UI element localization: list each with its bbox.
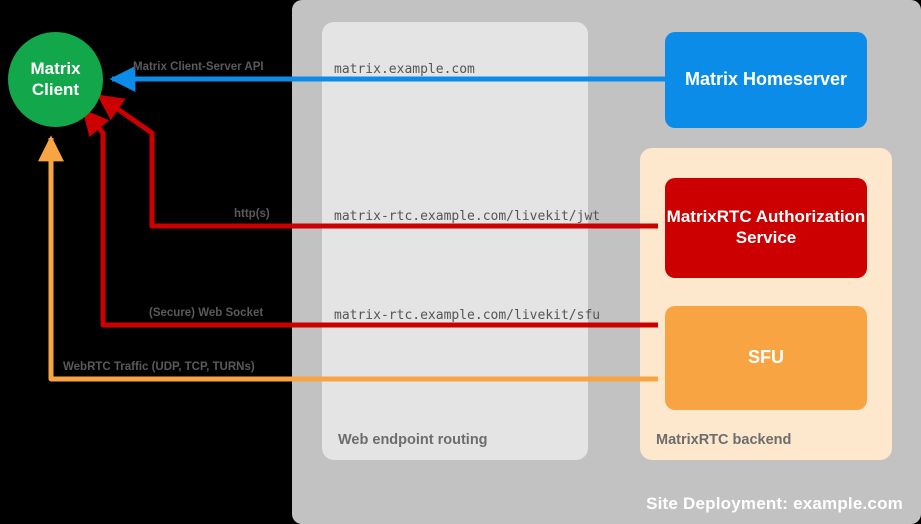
matrixrtc-authorization-service-label: MatrixRTC Authorization Service: [666, 207, 866, 247]
edge-label-secure-web-socket: (Secure) Web Socket: [149, 307, 264, 319]
matrix-client-label-line2: Client: [31, 79, 80, 99]
url-jwt-endpoint: matrix-rtc.example.com/livekit/jwt: [334, 209, 601, 224]
url-matrix-endpoint: matrix.example.com: [334, 62, 475, 77]
edge-label-https: http(s): [234, 208, 270, 220]
web-endpoint-routing-label: Web endpoint routing: [338, 432, 488, 448]
node-matrix-client[interactable]: Matrix Client: [8, 32, 103, 127]
matrixrtc-backend-label: MatrixRTC backend: [656, 432, 792, 448]
node-matrixrtc-authorization-service[interactable]: MatrixRTC Authorization Service: [665, 178, 867, 278]
web-endpoint-routing-panel: Web endpoint routing: [322, 22, 588, 460]
node-matrix-homeserver[interactable]: Matrix Homeserver: [665, 32, 867, 128]
edge-label-webrtc-traffic: WebRTC Traffic (UDP, TCP, TURNs): [63, 361, 255, 373]
matrix-homeserver-label: Matrix Homeserver: [684, 69, 848, 90]
site-deployment-label: Site Deployment: example.com: [646, 494, 903, 513]
node-sfu[interactable]: SFU: [665, 306, 867, 410]
edge-label-matrix-client-server-api: Matrix Client-Server API: [133, 61, 264, 73]
url-sfu-endpoint: matrix-rtc.example.com/livekit/sfu: [334, 308, 601, 323]
sfu-label: SFU: [748, 347, 784, 368]
matrix-client-label-line1: Matrix: [30, 59, 81, 79]
